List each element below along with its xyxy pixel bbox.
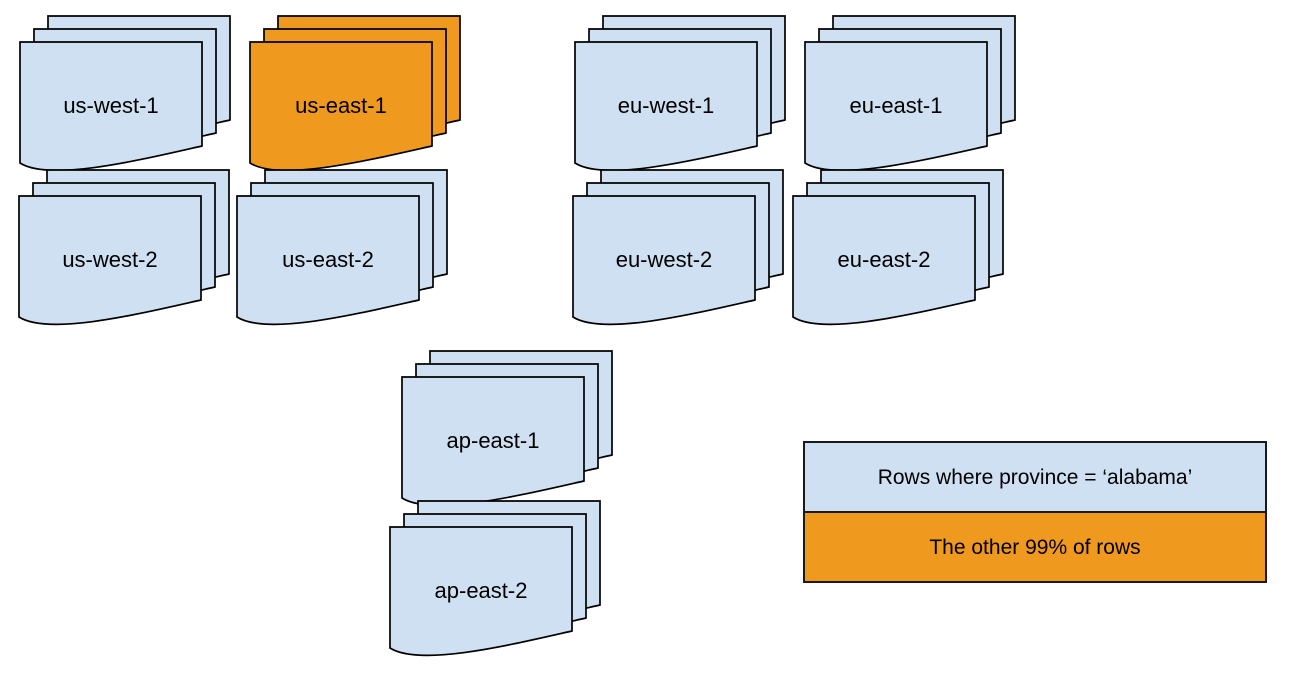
stack-label-ap-east-2: ap-east-2 [435,578,528,603]
legend-swatch-alabama-rows [803,441,1267,513]
legend-swatch-other-rows [803,511,1267,583]
stack-ap-east-1: ap-east-1 [401,350,613,507]
legend: Rows where province = ‘alabama’ The othe… [803,441,1267,583]
stack-eu-east-1: eu-east-1 [804,15,1016,172]
stack-label-us-west-2: us-west-2 [62,247,157,272]
legend-label-other-rows: The other 99% of rows [929,536,1140,559]
stack-label-eu-east-2: eu-east-2 [838,247,931,272]
stack-label-eu-west-2: eu-west-2 [616,247,713,272]
stack-label-eu-west-1: eu-west-1 [618,93,715,118]
stack-eu-east-2: eu-east-2 [792,169,1004,326]
stack-us-east-1: us-east-1 [249,15,461,172]
stack-us-west-1: us-west-1 [19,15,231,172]
stack-eu-west-2: eu-west-2 [572,169,784,326]
legend-label-alabama-rows: Rows where province = ‘alabama’ [878,466,1193,489]
stack-label-us-east-2: us-east-2 [282,247,374,272]
stack-eu-west-1: eu-west-1 [574,15,786,172]
stack-label-eu-east-1: eu-east-1 [850,93,943,118]
stack-label-us-west-1: us-west-1 [63,93,158,118]
stack-label-us-east-1: us-east-1 [295,93,387,118]
stack-us-east-2: us-east-2 [236,169,448,326]
stack-ap-east-2: ap-east-2 [389,500,601,657]
stack-label-ap-east-1: ap-east-1 [447,428,540,453]
stack-us-west-2: us-west-2 [18,169,230,326]
